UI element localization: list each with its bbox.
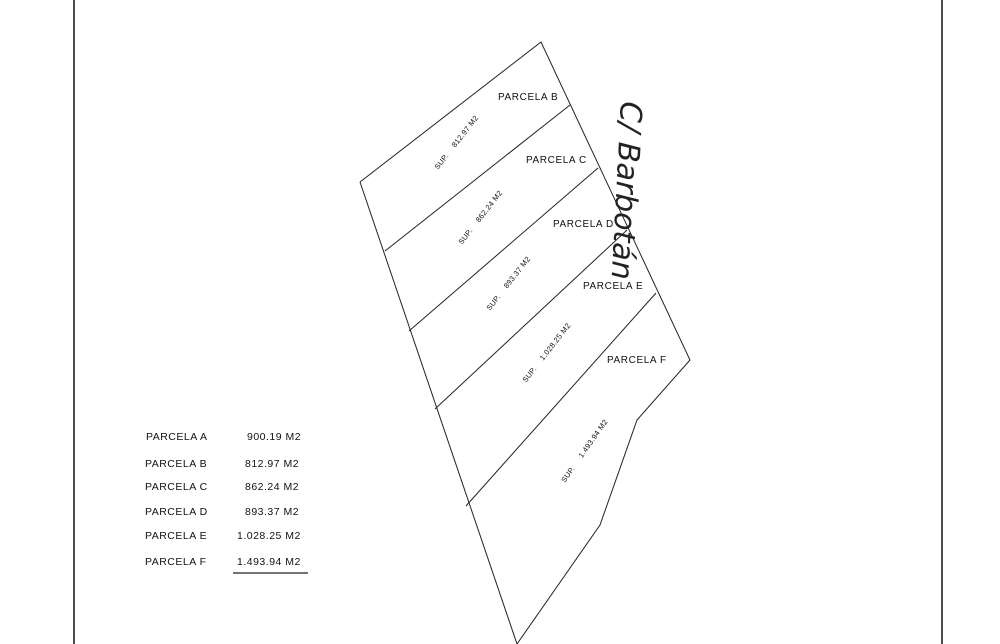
parcel-block-outline — [359, 41, 691, 644]
parcel-block-west-edge — [359, 181, 518, 644]
parcel-c-label: PARCELA C — [526, 155, 587, 166]
division-line-b-c — [384, 104, 571, 252]
table-row-b-area: 812.97 M2 — [245, 458, 299, 470]
parcel-e-sup-value: 1.028.25 M2 — [538, 321, 573, 362]
table-row-b-name: PARCELA B — [145, 458, 207, 470]
parcel-e-label: PARCELA E — [583, 281, 643, 292]
table-row-f-name: PARCELA F — [145, 556, 207, 568]
area-table: PARCELA A 900.19 M2 PARCELA B 812.97 M2 … — [145, 431, 308, 574]
table-row-c-name: PARCELA C — [145, 481, 208, 493]
parcel-f-sup-prefix: SUP. — [559, 464, 577, 484]
table-row-f-area: 1.493.94 M2 — [237, 556, 301, 568]
division-line-d-e — [434, 229, 628, 410]
parcel-c-sup-value: 862.24 M2 — [474, 189, 505, 225]
parcel-b-sup-value: 812.97 M2 — [450, 114, 481, 150]
street-name-label: C/ Barbotán — [604, 101, 648, 281]
division-line-e-f — [465, 292, 657, 507]
parcel-b-label: PARCELA B — [498, 92, 558, 103]
table-row-e-name: PARCELA E — [145, 530, 207, 542]
parcel-b-sup-prefix: SUP. — [432, 152, 450, 172]
parcel-d-sup-prefix: SUP. — [484, 293, 502, 313]
table-row-d-name: PARCELA D — [145, 506, 208, 518]
table-row-a-name: PARCELA A — [146, 431, 208, 443]
parcel-f-sup-value: 1.493.94 M2 — [576, 418, 609, 460]
parcel-d-label: PARCELA D — [553, 219, 614, 230]
table-row-c-area: 862.24 M2 — [245, 481, 299, 493]
parcel-c-sup-prefix: SUP. — [456, 227, 474, 247]
parcel-f-label: PARCELA F — [607, 355, 667, 366]
table-row-a-area: 900.19 M2 — [247, 431, 301, 443]
parcel-d-sup-value: 893.37 M2 — [502, 255, 533, 291]
table-row-e-area: 1.028.25 M2 — [237, 530, 301, 542]
parcel-e-sup-prefix: SUP. — [520, 365, 538, 385]
table-row-d-area: 893.37 M2 — [245, 506, 299, 518]
division-line-c-d — [408, 167, 599, 332]
